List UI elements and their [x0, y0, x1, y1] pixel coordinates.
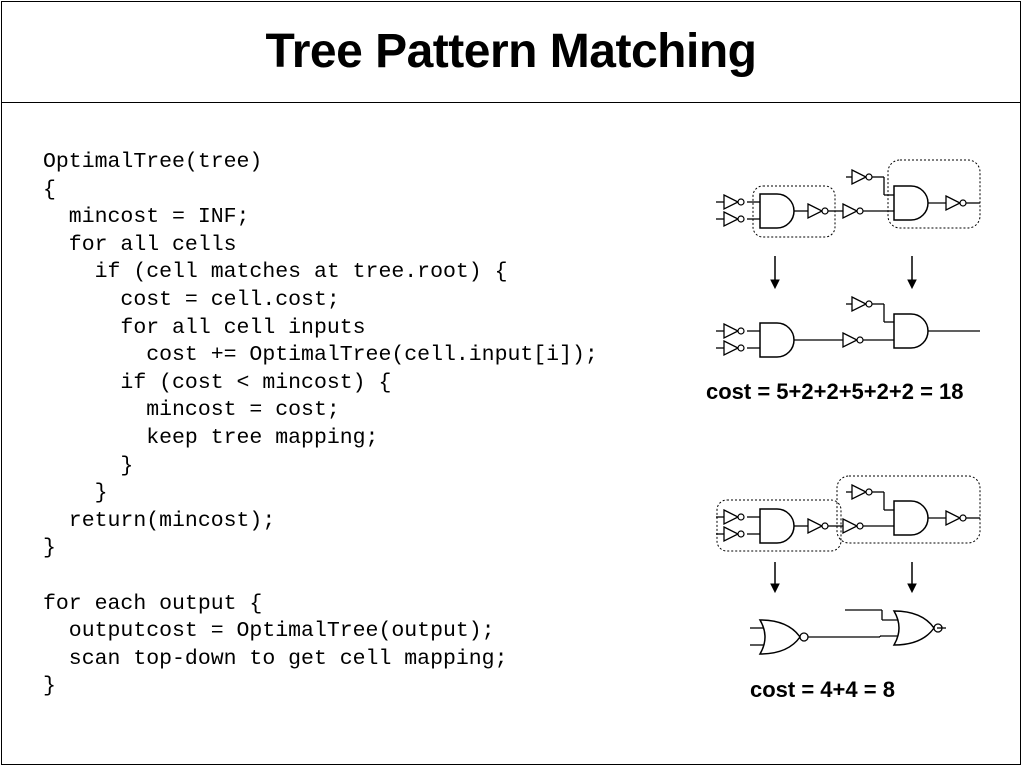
code-line: if (cost < mincost) { [43, 370, 392, 395]
code-line: return(mincost); [43, 508, 276, 533]
top-mapped-circuit [716, 296, 980, 358]
code-line: for all cell inputs [43, 315, 366, 340]
bottom-cost-label: cost = 4+4 = 8 [750, 677, 895, 702]
code-line: } [43, 453, 134, 478]
title-bar: Tree Pattern Matching [1, 1, 1021, 103]
code-line: OptimalTree(tree) [43, 150, 263, 174]
code-line: cost += OptimalTree(cell.input[i]); [43, 343, 598, 368]
code-line: { [43, 177, 56, 202]
top-cost-label: cost = 5+2+2+5+2+2 = 18 [706, 379, 964, 404]
code-line: outputcost = OptimalTree(output); [43, 619, 495, 644]
code-line: } [43, 481, 108, 506]
code-line: if (cell matches at tree.root) { [43, 260, 508, 285]
top-subject-tree [716, 159, 981, 290]
code-line: for all cells [43, 232, 237, 257]
code-line [43, 563, 598, 591]
code-line: } [43, 674, 56, 699]
slide-title: Tree Pattern Matching [265, 25, 757, 78]
code-line: mincost = INF; [43, 205, 250, 230]
code-line: keep tree mapping; [43, 425, 379, 450]
code-line: scan top-down to get cell mapping; [43, 646, 508, 671]
code-line: } [43, 536, 56, 561]
code-line: cost = cell.cost; [43, 287, 340, 312]
pseudocode-block: OptimalTree(tree) { mincost = INF; for al… [43, 149, 598, 701]
code-line: mincost = cost; [43, 398, 340, 423]
code-line: for each output { [43, 591, 263, 616]
bottom-subject-tree [716, 475, 981, 594]
bottom-mapped-circuit [750, 609, 946, 655]
circuit-mapping-diagram [716, 159, 981, 655]
